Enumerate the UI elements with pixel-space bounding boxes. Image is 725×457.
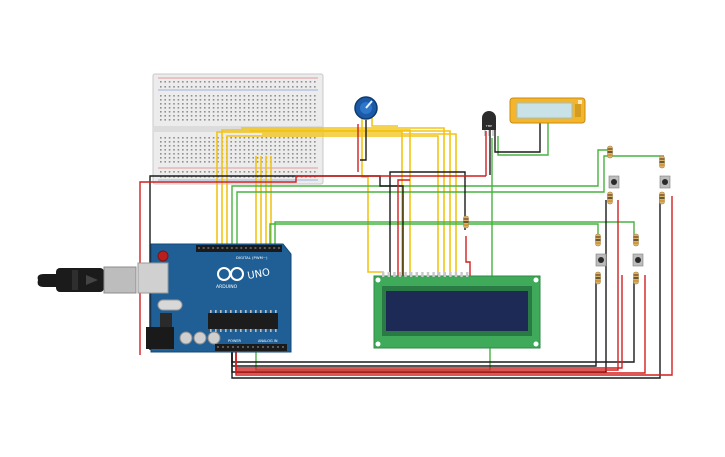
wire [241, 127, 445, 277]
digital-label: DIGITAL (PWM~) [236, 255, 268, 260]
wire [269, 223, 599, 245]
wire [235, 275, 646, 374]
wire [149, 175, 404, 350]
wire [226, 135, 439, 277]
pushbutton[interactable] [595, 253, 607, 267]
wire [465, 236, 471, 277]
green-wires [231, 122, 664, 371]
wire [274, 221, 635, 245]
arduino-uno[interactable]: UNO ARDUINO DIGITAL (PWM~) POWER ANALOG … [137, 243, 292, 353]
pushbutton[interactable] [632, 253, 644, 267]
wire [494, 122, 541, 153]
resistor[interactable] [595, 271, 601, 285]
arduino-infinity-logo [217, 267, 244, 281]
temperature-sensor[interactable]: TMP [482, 111, 496, 136]
wire [361, 118, 384, 277]
pushbuttons [595, 175, 671, 267]
analog-header [217, 346, 284, 348]
analog-label: ANALOG IN [258, 339, 278, 343]
arduino-brand: ARDUINO [216, 284, 238, 290]
digital-header [198, 247, 280, 249]
breadboard-holes [160, 81, 316, 178]
wire [371, 118, 398, 127]
wire [231, 280, 635, 363]
wire [250, 130, 451, 277]
resistor[interactable] [633, 271, 639, 285]
temp-sensor-label: TMP [485, 124, 492, 128]
resistor[interactable] [463, 215, 469, 229]
wire [397, 179, 410, 277]
small-lcd-display[interactable] [509, 97, 586, 124]
breadboard[interactable] [152, 73, 324, 185]
wire [360, 120, 367, 161]
lcd-pins [382, 272, 469, 277]
wire [216, 131, 403, 277]
usb-cable [37, 266, 137, 294]
resistor[interactable] [607, 145, 613, 159]
wire [236, 155, 664, 245]
arduino-model: UNO [247, 267, 271, 282]
potentiometer[interactable] [354, 96, 378, 120]
resistor[interactable] [607, 191, 613, 205]
wire [139, 175, 486, 355]
wire [231, 149, 612, 245]
pushbutton[interactable] [608, 175, 620, 189]
resistor[interactable] [659, 191, 665, 205]
wire [221, 129, 411, 277]
chip-pins [210, 310, 277, 332]
power-label: POWER [228, 339, 242, 343]
wire [497, 122, 549, 156]
red-wires [139, 124, 673, 376]
resistor[interactable] [633, 233, 639, 247]
pushbutton[interactable] [659, 175, 671, 189]
resistor[interactable] [595, 233, 601, 247]
black-wires [149, 120, 661, 379]
wire [262, 133, 457, 277]
wire [389, 171, 466, 277]
resistor[interactable] [659, 155, 665, 169]
lcd-16x2[interactable] [373, 272, 541, 349]
resistors [463, 145, 665, 285]
